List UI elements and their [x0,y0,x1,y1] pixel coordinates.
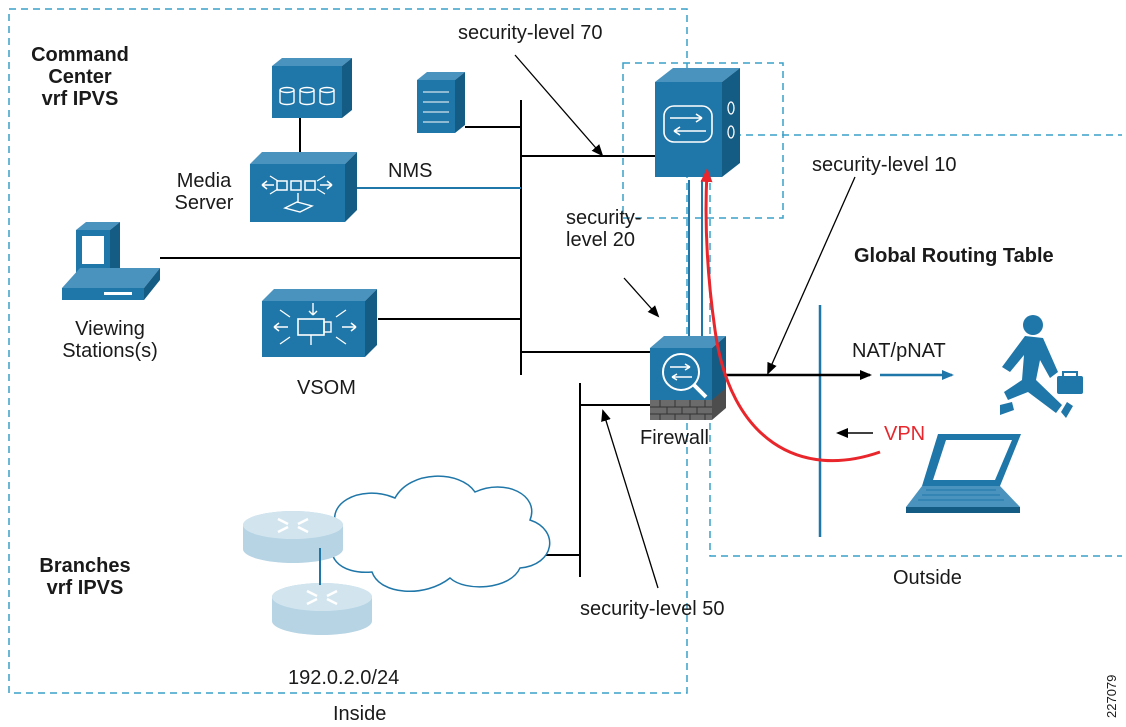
firewall-context-icon [655,68,740,177]
vpn-label: VPN [884,423,926,445]
level10-pointer [767,176,856,375]
firewall-context-boundary [622,62,784,219]
branches-line2: vrf IPVS [46,577,124,599]
vsom-label: VSOM [297,377,356,399]
viewing-stations-line1: Viewing [75,318,145,340]
security-level-20-line1: security- [566,207,642,229]
media-server-label-line1: Media [176,170,232,192]
level50-pointer [601,409,659,589]
nms-label: NMS [388,160,433,182]
firewall-icon [650,336,726,420]
level70-pointer [514,54,604,157]
security-level-20-label: security- level 20 [566,207,642,251]
media-server-label-line2: Server [174,192,234,214]
laptop-icon [906,434,1021,513]
subnet-label: 192.0.2.0/24 [288,667,400,689]
outside-zone-label: Outside [893,567,962,589]
media-server-label: Media Server [168,170,240,214]
security-level-10-label: security-level 10 [812,154,957,176]
viewing-station-pc-icon [62,222,160,300]
branches-label: Branches vrf IPVS [30,555,140,599]
outside-zone-boundary [709,134,1122,557]
security-level-70-label: security-level 70 [458,22,603,44]
command-center-label: Command Center vrf IPVS [30,44,130,110]
inside-zone-label: Inside [333,703,387,725]
vsom-icon [262,289,377,357]
nms-server-icon [417,72,465,133]
storage-array-icon [272,58,352,118]
viewing-stations-label: Viewing Stations(s) [40,318,180,362]
wan-cloud-icon [331,475,551,593]
mobile-user-icon [1000,315,1083,418]
level20-pointer [623,277,660,318]
command-center-line3: vrf IPVS [41,88,119,110]
security-level-20-line2: level 20 [566,229,635,251]
global-routing-table-label: Global Routing Table [854,245,1054,267]
vpn-tunnel-curve [700,168,881,462]
media-server-icon [250,152,357,222]
nat-pnat-label: NAT/pNAT [852,340,946,362]
branches-line1: Branches [39,555,131,577]
branch-router-2-icon [272,583,372,635]
command-center-line1: Command [31,44,129,66]
branch-router-1-icon [243,511,343,563]
firewall-label: Firewall [640,427,709,449]
security-level-50-label: security-level 50 [580,598,725,620]
viewing-stations-line2: Stations(s) [62,340,158,362]
figure-id-label: 227079 [1104,674,1119,718]
command-center-line2: Center [48,66,112,88]
